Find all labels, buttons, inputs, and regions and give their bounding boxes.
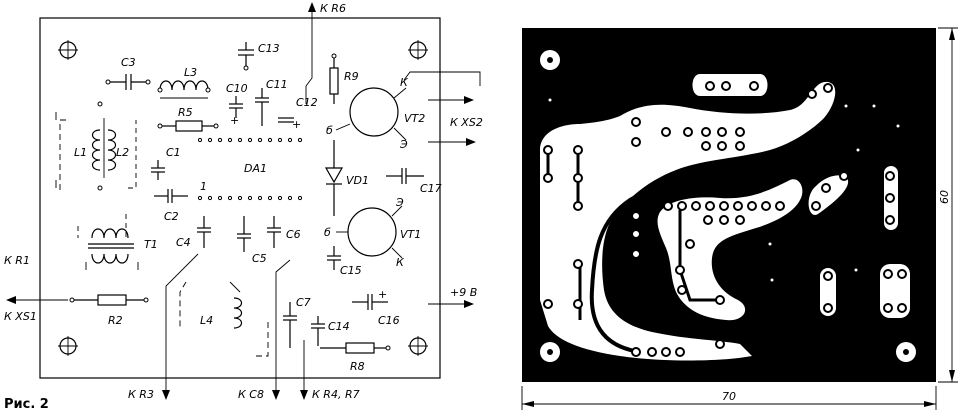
c6-capacitor [267,216,281,248]
l1-l2-inductors [55,101,137,191]
l4-inductor [179,281,269,357]
c13-capacitor [238,42,254,71]
pcb-clear-area-center [657,179,803,321]
pcb-track-1 [589,174,731,354]
k-xs1-lead [6,296,68,304]
k-r1-label: К R1 [4,254,30,267]
pcb-pad-vertical [820,268,836,316]
vt1-label: VT1 [400,228,421,241]
da1-label: DA1 [244,162,267,175]
assembly-drawing: C3 C13 L3 C10 C11 C12 + + [4,2,483,401]
k-xs1-label: К XS1 [4,310,37,323]
r5-resistor [157,120,219,132]
c2-label: C2 [164,210,179,223]
k-r4-r7-lead [300,340,308,400]
pcb-artwork: 70 60 [521,27,958,410]
vt2-label: VT2 [404,112,425,125]
v9-lead [428,300,474,308]
dimension-width-label: 70 [722,390,736,403]
c17-label: C17 [420,182,442,195]
vt2-pin-k: К [400,76,409,89]
c3-capacitor [105,74,151,90]
k-r4-r7-label: К R4, R7 [312,388,360,401]
r2-label: R2 [108,314,123,327]
k-xs2-lead [403,71,481,146]
c14-capacitor [311,316,325,346]
vt1-pin-e: Э [395,196,404,209]
k-c8-lead [272,259,291,400]
c17-capacitor [386,168,424,184]
pcb-track-3 [678,210,718,302]
c10-plus: + [230,114,239,127]
vd1-label: VD1 [346,174,369,187]
r5-label: R5 [178,106,193,119]
c1-capacitor [151,160,165,180]
vt1-pin-b: б [324,226,331,239]
c5-capacitor [237,216,251,252]
c11-capacitor [255,88,269,126]
vt2-transistor [335,87,407,141]
l4-label: L4 [200,314,213,327]
c7-capacitor [283,302,297,348]
c7-label: C7 [296,296,311,309]
c2-capacitor [154,189,188,203]
c16-label: C16 [378,314,400,327]
c3-label: C3 [121,56,136,69]
l3-label: L3 [184,66,197,79]
vd1-diode [324,140,344,216]
r9-resistor [329,53,339,104]
c11-label: C11 [266,78,288,91]
figure-caption: Рис. 2 [4,397,49,412]
da1-pin1: 1 [200,180,207,193]
c4-capacitor [197,216,211,248]
da1-chip [197,137,303,201]
dimension-height-label: 60 [938,190,951,204]
board-outline [39,17,441,379]
t1-transformer [77,214,139,270]
t1-label: T1 [144,238,158,251]
l3-inductor [157,80,211,99]
c12-label: C12 [296,96,318,109]
c15-label: C15 [340,264,362,277]
r9-label: R9 [344,70,359,83]
r8-label: R8 [350,360,365,373]
c15-capacitor [327,246,341,270]
k-r3-label: К R3 [128,388,154,401]
c16-plus: + [378,288,387,301]
r2-resistor [69,294,149,306]
v9-label: +9 В [450,286,477,299]
dimension-height [938,27,958,383]
c10-capacitor [229,96,243,118]
c1-label: C1 [166,146,181,159]
vt2-pin-b: б [326,124,333,137]
c12-plus: + [292,118,301,131]
c13-label: C13 [258,42,280,55]
c5-label: C5 [252,252,267,265]
k-r6-lead [305,2,316,104]
vt2-pin-e: Э [399,138,408,151]
dimension-width [521,386,937,410]
l1-label: L1 [74,146,87,159]
l2-label: L2 [116,146,129,159]
pcb-vias [548,98,900,282]
c6-label: C6 [286,228,301,241]
c16-capacitor [352,294,388,310]
r8-resistor [320,342,391,354]
c4-label: C4 [176,236,191,249]
vt1-pin-k: К [396,256,405,269]
pcb-pads [540,50,916,362]
k-r6-label: К R6 [320,2,346,15]
pcb-clear-area-main [540,81,836,361]
k-c8-label: К С8 [238,388,264,401]
c10-label: C10 [226,82,248,95]
c14-label: C14 [328,320,350,333]
mounting-holes [58,40,428,356]
vt1-transistor [336,205,403,259]
k-xs2-label: К XS2 [450,116,483,129]
c12-capacitor [278,117,294,123]
k-r3-lead [162,253,199,400]
